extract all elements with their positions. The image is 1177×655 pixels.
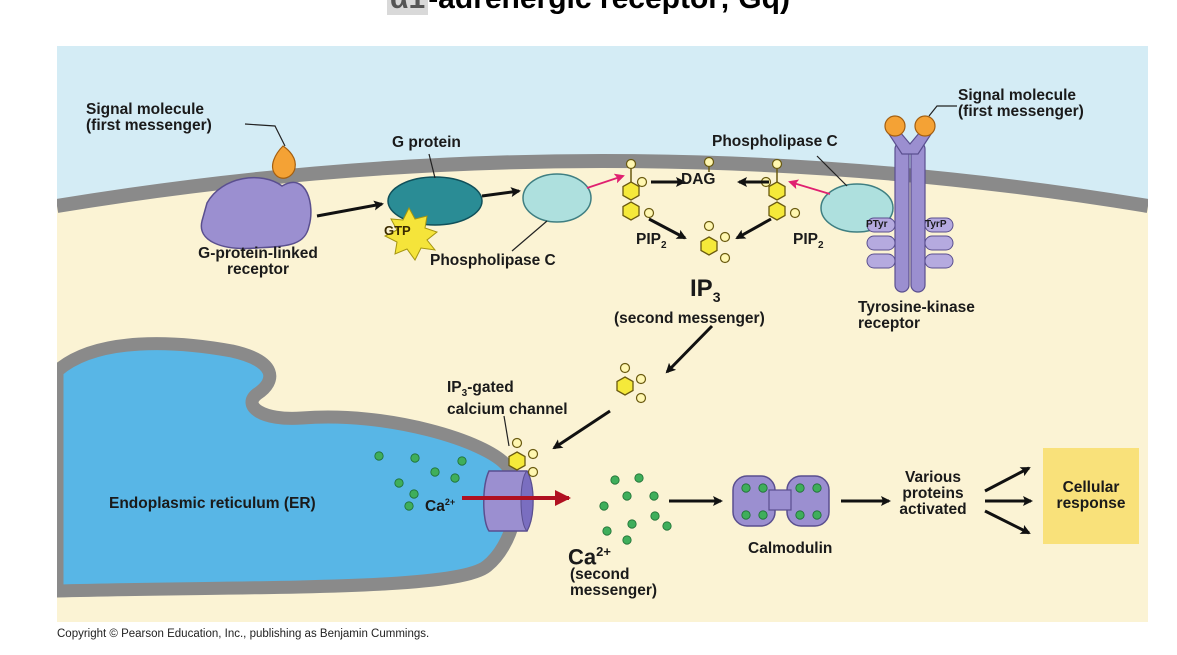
pink-arrow-right (788, 179, 831, 195)
calmodulin-protein (732, 475, 830, 527)
signal-left-line2: (first messenger) (86, 117, 212, 134)
signal-left-line1: Signal molecule (86, 101, 205, 118)
arrow-gpcr-gprotein (316, 200, 384, 218)
label-er: Endoplasmic reticulum (ER) (109, 495, 316, 512)
pip2-left-text: PIP (636, 231, 661, 248)
figure-title: α1-adrenergic receptor; Gq) (0, 0, 1177, 16)
tyr-p-labels: PTyr (866, 219, 888, 230)
label-signal-molecule-left: Signal molecule (first messenger) (86, 102, 212, 134)
ip3-gated-line1: IP3-gated (447, 380, 568, 402)
label-ip3-gated-channel: IP3-gated calcium channel (447, 380, 568, 418)
signal-leader-right (928, 105, 957, 117)
label-signal-molecule-right: Signal molecule (first messenger) (958, 88, 1084, 120)
calcium-channel (483, 470, 534, 532)
ip3-gated-line2: calcium channel (447, 401, 568, 419)
rtk-line1: Tyrosine-kinase (858, 299, 975, 316)
ca-er-text: Ca (425, 498, 445, 516)
ca-er-sup: 2+ (444, 497, 456, 507)
ip3-gated-suffix: -gated (467, 379, 514, 396)
label-gtp: GTP (384, 223, 411, 238)
label-cellular-response: Cellular response (1043, 480, 1139, 512)
gpcr-line1: G-protein-linked (198, 245, 318, 262)
label-calmodulin: Calmodulin (748, 540, 833, 557)
various-line1: Various (905, 469, 961, 486)
cellular-line1: Cellular (1062, 479, 1120, 496)
signal-molecule-right (884, 115, 936, 137)
label-pip2-right: PIP2 (793, 232, 824, 254)
plasma-membrane (57, 154, 1148, 213)
label-rtk: Tyrosine-kinase receptor (858, 300, 975, 332)
arrow-ip3-channel (552, 409, 611, 450)
tyr-p-left: P (866, 219, 873, 230)
label-ca-second-messenger: (second messenger) (570, 567, 657, 599)
label-ca-second: Ca2+ (568, 540, 611, 569)
arrow-response-down (984, 509, 1031, 535)
pip2-left-sub: 2 (660, 240, 667, 252)
label-g-protein: G protein (392, 134, 461, 151)
plc-right-leader (816, 155, 848, 187)
ip3-text: IP (690, 275, 713, 302)
arrow-pip2-ip3-right (735, 217, 772, 240)
pink-arrow-left (586, 173, 625, 189)
copyright-notice: Copyright © Pearson Education, Inc., pub… (57, 628, 430, 640)
plc-left-leader (511, 220, 548, 252)
gpcr-line2: receptor (226, 261, 290, 278)
label-dag: DAG (681, 171, 716, 188)
label-pip2-left: PIP2 (636, 232, 667, 254)
signaling-diagram (57, 46, 1148, 622)
label-various-proteins: Various proteins activated (885, 470, 981, 518)
arrow-ip3-down (665, 324, 714, 374)
tyr-tyr-right: Tyr (925, 219, 940, 230)
g-protein-leader (428, 153, 436, 179)
pip2-right-text: PIP (793, 231, 818, 248)
tyrosine-kinase-receptor (866, 125, 954, 293)
signal-right-line2: (first messenger) (958, 103, 1084, 120)
dag-molecule (703, 156, 715, 172)
label-plc-right: Phospholipase C (712, 133, 838, 150)
ca-second-line1: (second (570, 566, 630, 583)
label-ca-er: Ca2+ (425, 494, 455, 515)
plc-left (522, 173, 592, 223)
title-rest: -adrenergic receptor; Gq) (428, 0, 790, 15)
arrow-gprotein-plc (481, 187, 521, 198)
arrow-response-up (984, 466, 1031, 493)
ca-second-line2: messenger) (570, 582, 658, 599)
er-membrane (57, 337, 523, 598)
pip2-left-molecule (622, 158, 655, 221)
tyr-p-right: P (939, 219, 947, 230)
ip3-gated-sub: 3 (461, 388, 468, 400)
ca-big-sup: 2+ (596, 544, 611, 559)
signal-right-line1: Signal molecule (958, 87, 1077, 104)
label-gpcr: G-protein-linked receptor (193, 246, 323, 278)
gtp-star (383, 206, 439, 261)
signal-leader-left (244, 123, 286, 147)
ca-big-text: Ca (568, 544, 597, 570)
pip2-right-molecule (760, 158, 801, 221)
cellular-line2: response (1056, 495, 1126, 512)
arrow-pip2-ip3-left (648, 217, 687, 240)
various-line2: proteins (902, 485, 964, 502)
tyr-p-right-labels: TyrP (925, 219, 947, 230)
title-highlight: α1 (387, 0, 429, 15)
label-second-messenger-ip3: (second messenger) (614, 310, 765, 327)
label-ip3: IP3 (690, 276, 720, 310)
leader-channel (503, 415, 510, 447)
signal-molecule-left (271, 145, 296, 179)
pip2-right-sub: 2 (817, 240, 824, 252)
gpcr (200, 176, 312, 250)
rtk-line2: receptor (858, 315, 921, 332)
g-protein (387, 176, 483, 226)
ip3-gated-ip: IP (447, 379, 462, 396)
label-plc-left: Phospholipase C (430, 252, 556, 269)
ip3-sub: 3 (712, 288, 721, 305)
various-line3: activated (899, 501, 967, 518)
cellular-response-box (1043, 448, 1139, 544)
tyr-tyr-left: Tyr (872, 219, 888, 230)
